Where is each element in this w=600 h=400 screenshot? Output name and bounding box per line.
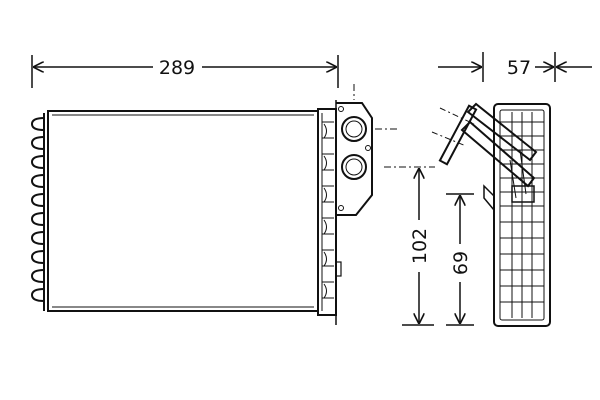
inlet-pipe-icon xyxy=(341,116,367,142)
pipe-height-dimension: 102 xyxy=(384,166,435,326)
width-dimension-label: 289 xyxy=(159,57,195,79)
right-header-tank xyxy=(317,100,342,325)
pipe-offset-dimension-label: 69 xyxy=(450,251,472,275)
side-view: 57 xyxy=(431,52,592,327)
width-dimension: 289 xyxy=(31,55,339,88)
depth-dimension-label: 57 xyxy=(507,57,531,79)
heater-core-body xyxy=(47,110,319,312)
angled-pipes xyxy=(431,102,538,213)
pipe-flange xyxy=(336,84,400,216)
left-tube-bends xyxy=(30,113,49,311)
pipe-height-dimension-label: 102 xyxy=(409,228,431,264)
side-body xyxy=(493,103,551,327)
front-view: 289 102 69 xyxy=(30,55,474,326)
outlet-pipe-icon xyxy=(341,154,367,180)
depth-dimension: 57 xyxy=(438,52,592,82)
pipe-offset-dimension: 69 xyxy=(446,193,474,326)
